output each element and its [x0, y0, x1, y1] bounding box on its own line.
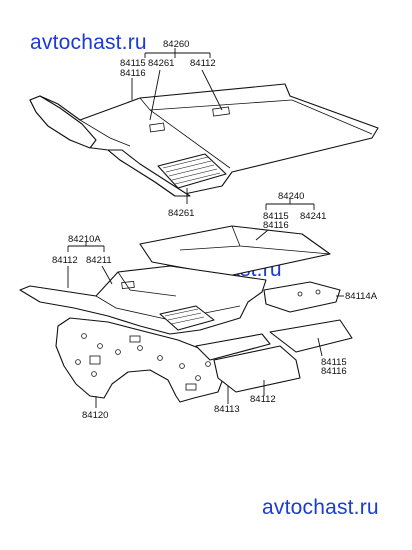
- label-84261-top: 84261: [148, 58, 174, 69]
- watermark-bottom: avtochast.ru: [262, 496, 379, 519]
- label-84112-bottom: 84112: [250, 394, 276, 405]
- mat-hatch-top: [162, 156, 221, 185]
- carpet-top-assembly: [29, 48, 379, 204]
- label-84113: 84113: [214, 404, 240, 415]
- pad-84112-bottom: [213, 345, 301, 396]
- label-84261-bottom: 84261: [168, 208, 194, 219]
- label-84240: 84240: [278, 191, 304, 202]
- carpet-middle-assembly: [19, 242, 267, 335]
- label-84211: 84211: [86, 255, 112, 266]
- label-84116-right: 84116: [321, 366, 347, 377]
- label-84114A: 84114A: [345, 291, 378, 302]
- mat-hatch-middle: [164, 308, 205, 325]
- label-84260: 84260: [163, 39, 189, 50]
- insulator-84120: [55, 317, 225, 408]
- strip-84114A: [263, 281, 344, 313]
- label-84115-top: 84115: [120, 58, 146, 69]
- label-84241: 84241: [300, 211, 326, 222]
- label-84115-right: 84115: [321, 357, 347, 368]
- label-84112-mid: 84112: [52, 255, 78, 266]
- pad-84115-right: [269, 319, 353, 357]
- label-84115-mid: 84115: [263, 211, 289, 222]
- label-84112-top: 84112: [190, 58, 216, 69]
- watermark-top: avtochast.ru: [30, 31, 147, 54]
- label-84210A: 84210A: [68, 234, 101, 245]
- label-84116-top: 84116: [120, 68, 146, 79]
- label-84120: 84120: [82, 410, 108, 421]
- part-number-labels: 84260 84115 84116 84261 84112 84261 8424…: [52, 39, 378, 421]
- insulator-holes: [75, 333, 211, 391]
- label-84116-mid: 84116: [263, 220, 289, 231]
- pad-84240: [139, 199, 331, 277]
